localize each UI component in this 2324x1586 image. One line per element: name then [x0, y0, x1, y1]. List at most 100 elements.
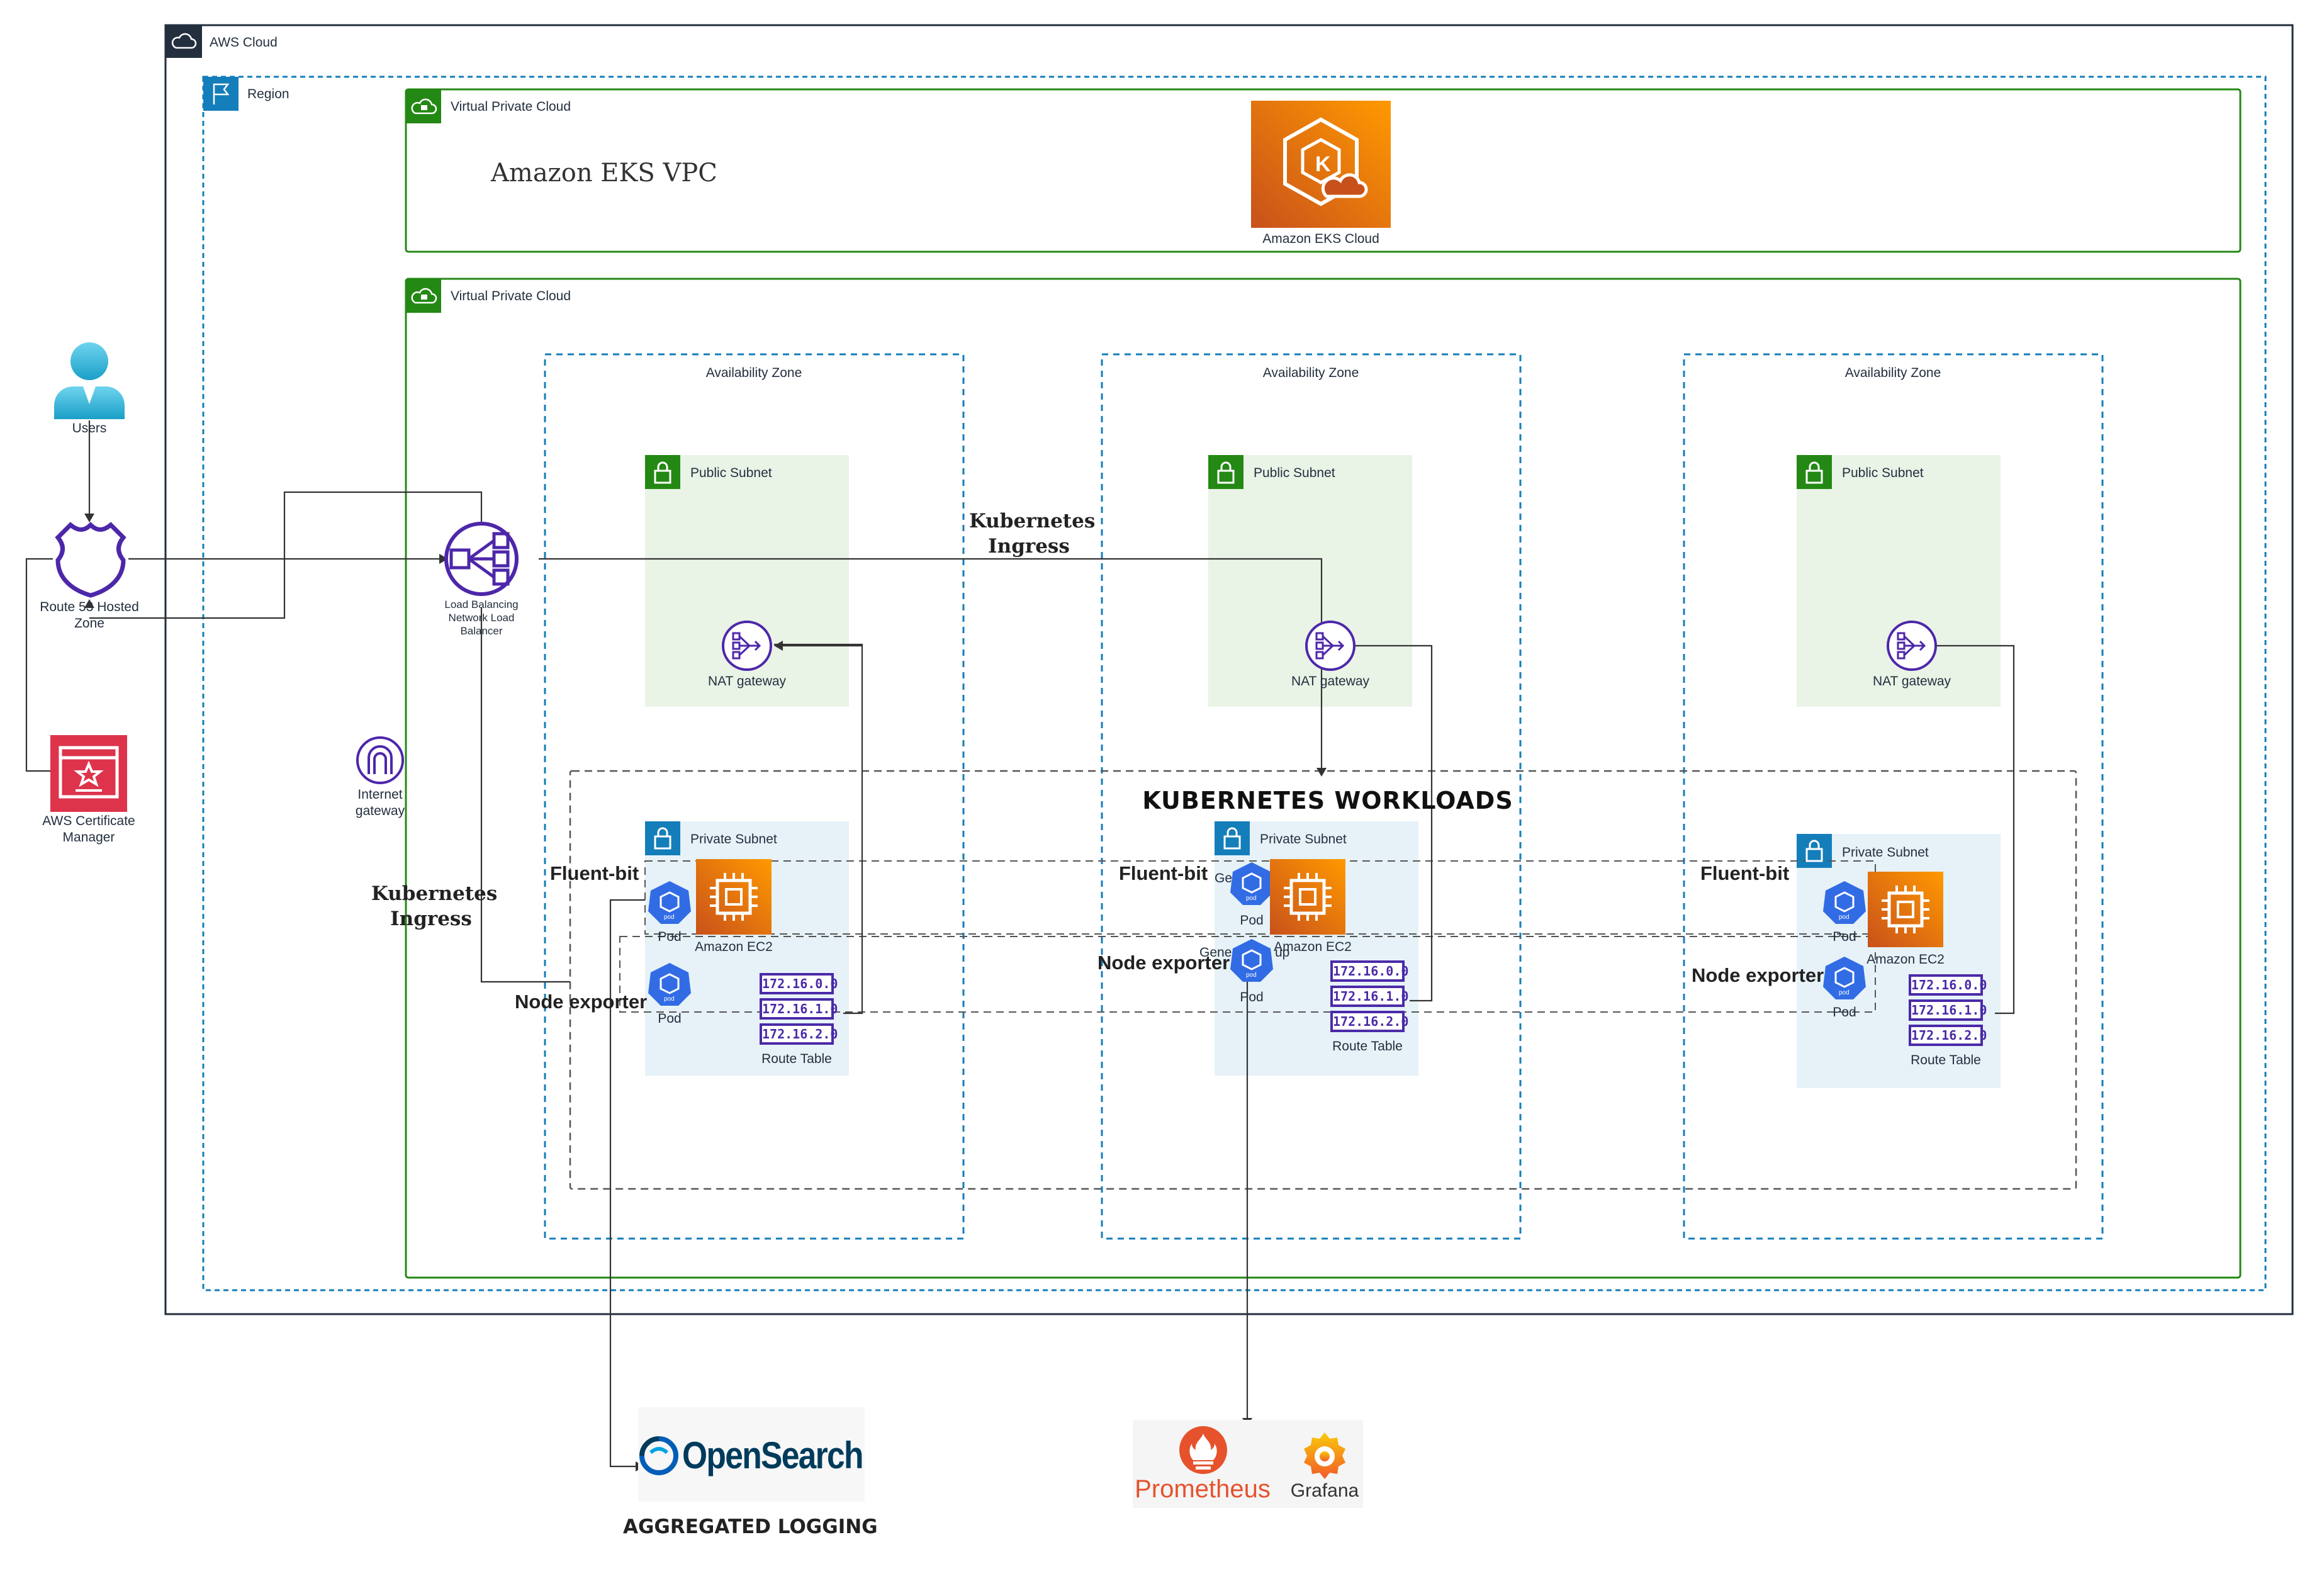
grafana-wordmark: Grafana — [1290, 1480, 1359, 1501]
grafana-icon — [1300, 1430, 1349, 1479]
aws-cloud-label: AWS Cloud — [210, 35, 278, 50]
route-table-2-label: Route Table — [1332, 1039, 1403, 1054]
certificate-icon — [50, 735, 127, 812]
lock-icon — [1802, 838, 1827, 863]
kubernetes-ingress-label-top: Kubernetes Ingress — [969, 509, 1096, 559]
ingress-left-line2: Ingress — [390, 908, 472, 930]
cert-label-line2: Manager — [62, 830, 115, 845]
user-icon — [53, 341, 126, 419]
az-2 — [1101, 353, 1522, 1240]
ec2-2-label: Amazon EC2 — [1274, 940, 1352, 954]
az-1 — [544, 353, 965, 1240]
route-2-0: 172.16.0.0 — [1330, 960, 1408, 982]
pod-icon: pod — [1229, 938, 1274, 983]
opensearch-icon — [639, 1436, 678, 1475]
lock-icon — [1220, 826, 1245, 851]
region-flag-icon — [208, 81, 233, 107]
fluent-bit-band — [644, 860, 1876, 935]
vpc-top-group — [405, 88, 2242, 253]
opensearch-wordmark: OpenSearch — [682, 1434, 864, 1476]
pod-2b-label: Pod — [1240, 990, 1264, 1004]
fluent-bit-3-label: Fluent-bit — [1700, 862, 1790, 884]
lock-icon — [1802, 460, 1827, 485]
svg-text:pod: pod — [664, 914, 675, 921]
svg-text:pod: pod — [1246, 895, 1257, 902]
private-subnet-1-label: Private Subnet — [690, 832, 777, 846]
ec2-icon — [1270, 859, 1345, 935]
nlb-label: Load Balancing Network Load Balancer — [418, 598, 544, 638]
vpc-top-label: Virtual Private Cloud — [451, 99, 571, 114]
fluent-bit-2-label: Fluent-bit — [1119, 862, 1208, 884]
pod-1a-label: Pod — [658, 930, 682, 944]
vpc-main-group — [405, 278, 2242, 1279]
aggregated-logging-caption: AGGREGATED LOGGING — [623, 1516, 878, 1538]
pod-3a-label: Pod — [1833, 930, 1856, 944]
route-3-1: 172.16.1.0 — [1909, 999, 1987, 1021]
route-3-2: 172.16.2.0 — [1909, 1025, 1987, 1046]
svg-text:pod: pod — [1839, 989, 1850, 996]
route-1-2: 172.16.2.0 — [760, 1023, 838, 1045]
lock-icon — [1213, 460, 1238, 485]
pod-icon: pod — [1822, 880, 1867, 925]
internet-gateway-icon — [355, 735, 405, 785]
az-2-label: Availability Zone — [1262, 366, 1359, 380]
svg-text:K: K — [1315, 152, 1331, 176]
node-exporter-2-label: Node exporter — [1097, 952, 1230, 974]
vpc-cloud-icon — [410, 94, 437, 118]
ec2-1-label: Amazon EC2 — [695, 940, 773, 954]
lock-icon — [650, 460, 675, 485]
region-label: Region — [247, 87, 289, 101]
ec2-3-label: Amazon EC2 — [1866, 952, 1945, 967]
nat-gateway-3-label: NAT gateway — [1872, 674, 1951, 689]
route-3-0: 172.16.0.0 — [1909, 974, 1987, 996]
pod-icon: pod — [1822, 955, 1867, 1001]
route53-label: Route 53 Hosted Zone — [20, 599, 159, 632]
nlb-label-line2: Network Load — [448, 612, 515, 624]
kubernetes-ingress-label-left: Kubernetes Ingress — [371, 881, 497, 931]
public-subnet-2 — [1208, 455, 1412, 707]
private-subnet-3-label: Private Subnet — [1842, 845, 1929, 860]
eks-vpc-heading: Amazon EKS VPC — [491, 159, 717, 188]
pod-icon: pod — [1229, 861, 1274, 906]
igw-label-line1: Internet — [357, 787, 403, 802]
lock-icon — [650, 826, 675, 851]
pod-icon: pod — [647, 880, 692, 925]
route-1-0: 172.16.0.0 — [760, 973, 838, 994]
igw-label-line2: gateway — [355, 804, 405, 818]
vpc-cloud-icon — [410, 284, 437, 308]
svg-text:pod: pod — [1246, 972, 1257, 979]
nlb-icon — [442, 520, 520, 598]
kubernetes-workloads-group — [569, 770, 2077, 1190]
ingress-top-line1: Kubernetes — [969, 510, 1096, 532]
ec2-icon — [696, 859, 772, 935]
public-subnet-1-label: Public Subnet — [690, 466, 772, 480]
cert-label-line1: AWS Certificate — [42, 814, 135, 828]
internet-gateway-label: Internet gateway — [336, 787, 424, 819]
users-label: Users — [72, 421, 107, 436]
public-subnet-3-label: Public Subnet — [1842, 466, 1924, 480]
private-subnet-2-label: Private Subnet — [1260, 832, 1347, 846]
pod-3b-label: Pod — [1833, 1005, 1856, 1020]
nlb-label-line1: Load Balancing — [444, 599, 519, 610]
overlap-text-3: up — [1275, 945, 1290, 960]
route-table-1-label: Route Table — [761, 1052, 832, 1066]
aws-cloud-group — [164, 24, 2294, 1315]
overlap-text-2: Gene — [1199, 945, 1232, 960]
route-1-1: 172.16.1.0 — [760, 998, 838, 1020]
nat-gateway-icon — [1885, 619, 1938, 672]
prometheus-wordmark: Prometheus — [1135, 1475, 1271, 1503]
route-2-2: 172.16.2.0 — [1330, 1011, 1408, 1032]
pod-icon: pod — [647, 962, 692, 1007]
node-exporter-1-label: Node exporter — [515, 991, 648, 1013]
pod-2a-label: Pod — [1240, 913, 1264, 928]
ingress-top-line2: Ingress — [988, 535, 1070, 558]
az-1-label: Availability Zone — [705, 366, 802, 380]
az-3 — [1683, 353, 2104, 1240]
nat-gateway-2-label: NAT gateway — [1291, 674, 1370, 689]
nlb-label-line3: Balancer — [460, 625, 503, 637]
route53-label-line1: Route 53 Hosted — [40, 600, 139, 614]
fluent-bit-1-label: Fluent-bit — [550, 862, 639, 884]
node-exporter-3-label: Node exporter — [1692, 964, 1824, 986]
route53-label-line2: Zone — [74, 616, 104, 631]
nat-gateway-1-label: NAT gateway — [707, 674, 787, 689]
